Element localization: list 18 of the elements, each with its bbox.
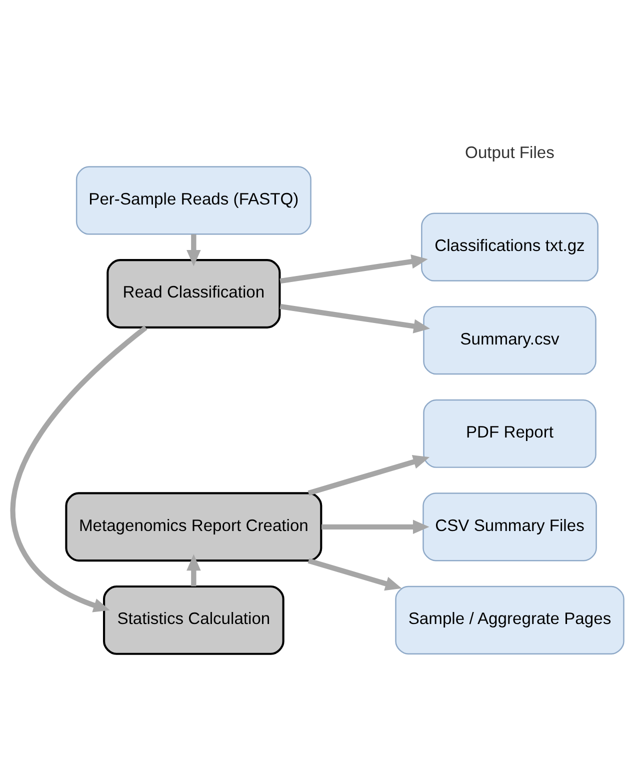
node-box: PDF Report xyxy=(423,399,596,468)
node-box: Per-Sample Reads (FASTQ) xyxy=(76,166,312,235)
node-box: Sample / Aggregrate Pages xyxy=(395,586,624,654)
node-box: Read Classification xyxy=(106,259,281,328)
arrow xyxy=(10,326,148,612)
node-box: Metagenomics Report Creation xyxy=(65,492,322,562)
arrow xyxy=(308,454,430,496)
label: Output Files xyxy=(465,142,554,162)
arrow xyxy=(308,558,402,591)
node-box: Summary.csv xyxy=(423,306,596,375)
arrow xyxy=(322,520,430,534)
arrow xyxy=(280,304,430,334)
node-box: Classifications txt.gz xyxy=(421,212,598,282)
node-box: Statistics Calculation xyxy=(103,585,284,655)
arrow xyxy=(186,554,201,586)
arrow xyxy=(186,234,201,266)
arrow xyxy=(280,254,428,284)
node-box: CSV Summary Files xyxy=(422,492,597,562)
